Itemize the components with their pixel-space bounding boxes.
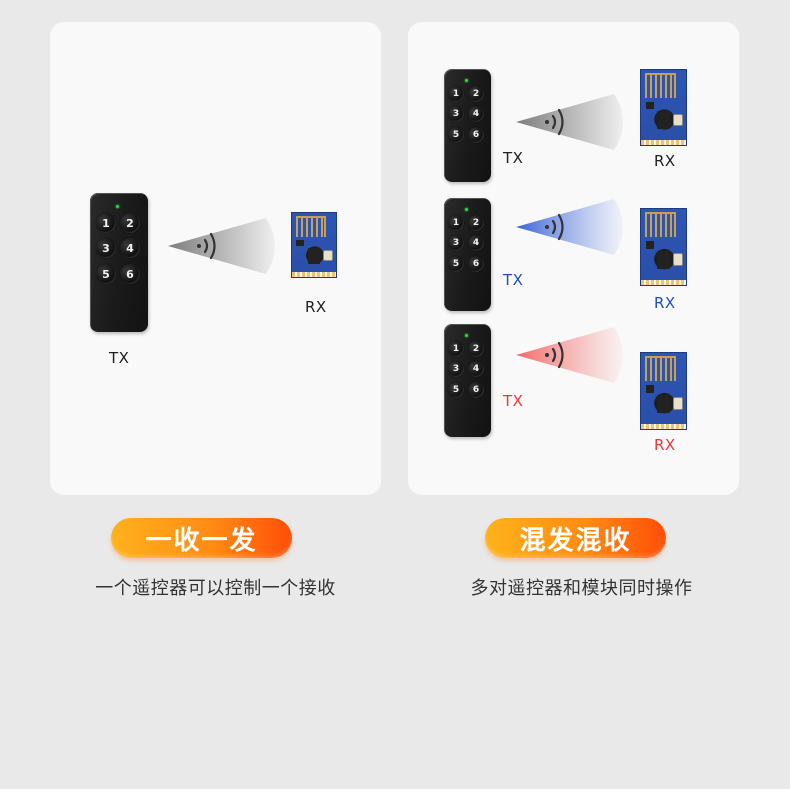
rf-module-rx [291,212,337,278]
remote-control-tx-3: 1 2 3 4 5 6 [444,324,491,437]
led-indicator [465,208,468,211]
led-indicator [116,205,119,208]
remote-button-4: 4 [468,106,484,122]
remote-button-6: 6 [468,382,484,398]
rf-module-rx-2 [640,208,687,286]
remote-control-tx-1: 1 2 3 4 5 6 [444,69,491,182]
rf-module-rx-1 [640,69,687,146]
remote-button-1: 1 [448,215,464,231]
mode-badge-mixed: 混发混收 [485,518,666,558]
signal-beam [516,327,623,383]
wifi-signal-icon [545,108,564,136]
signal-beam [516,94,623,150]
rx-label: RX [305,298,327,316]
caption-single: 一个遥控器可以控制一个接收 [95,578,336,599]
led-indicator [465,334,468,337]
wifi-signal-icon [545,341,564,369]
remote-button-4: 4 [468,235,484,251]
remote-button-2: 2 [120,213,140,233]
remote-button-1: 1 [448,86,464,102]
wifi-signal-icon [545,213,564,241]
tx-label: TX [503,271,524,289]
remote-button-3: 3 [448,361,464,377]
remote-button-6: 6 [468,127,484,143]
tx-label: TX [109,349,130,367]
remote-button-2: 2 [468,86,484,102]
caption-mixed: 多对遥控器和模块同时操作 [470,578,693,599]
remote-button-4: 4 [468,361,484,377]
tx-label: TX [503,149,524,167]
remote-button-3: 3 [448,106,464,122]
remote-button-5: 5 [96,264,116,284]
remote-button-5: 5 [448,256,464,272]
remote-button-5: 5 [448,382,464,398]
remote-button-4: 4 [120,238,140,258]
remote-button-1: 1 [96,213,116,233]
signal-beam [516,199,623,255]
remote-button-2: 2 [468,341,484,357]
remote-button-3: 3 [96,238,116,258]
remote-control-tx-2: 1 2 3 4 5 6 [444,198,491,311]
mode-badge-single: 一收一发 [111,518,292,558]
remote-button-6: 6 [468,256,484,272]
led-indicator [465,79,468,82]
wifi-signal-icon [197,232,216,260]
remote-button-6: 6 [120,264,140,284]
remote-button-3: 3 [448,235,464,251]
tx-label: TX [503,392,524,410]
remote-control-tx: 1 2 3 4 5 6 [90,193,148,332]
remote-button-5: 5 [448,127,464,143]
signal-beam [168,218,275,274]
rx-label: RX [654,294,676,312]
remote-button-1: 1 [448,341,464,357]
rx-label: RX [654,436,676,454]
rx-label: RX [654,152,676,170]
rf-module-rx-3 [640,352,687,430]
remote-button-2: 2 [468,215,484,231]
